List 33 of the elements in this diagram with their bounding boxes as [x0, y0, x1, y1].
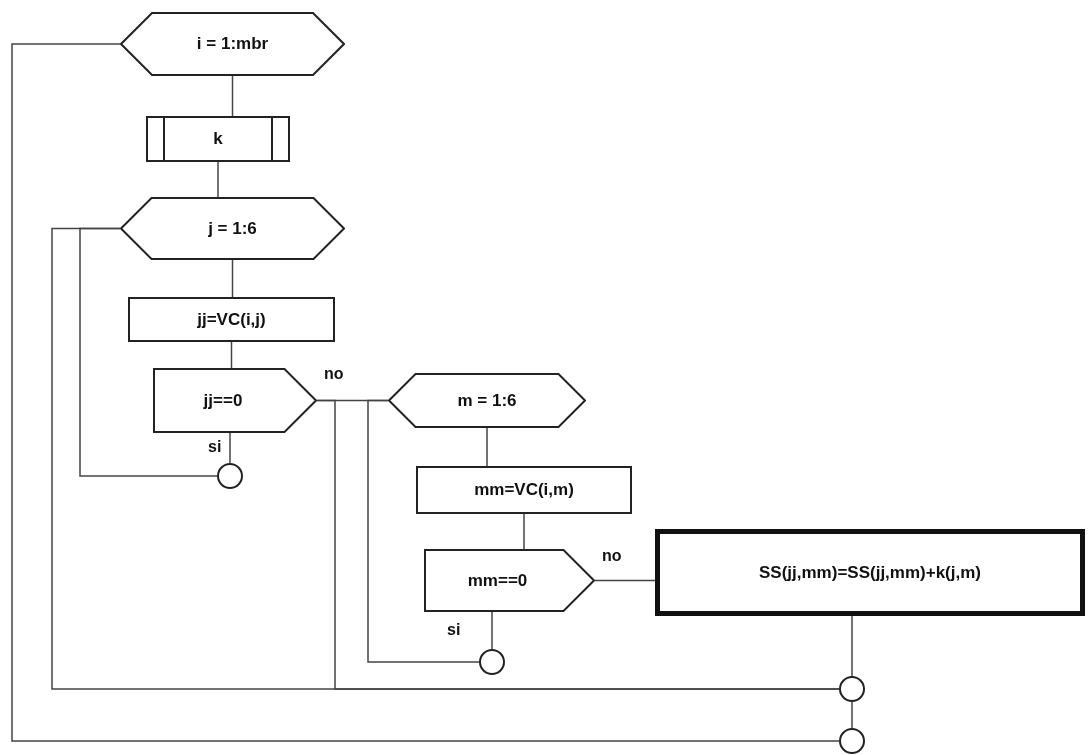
connector-line [231, 259, 234, 298]
node-text: mm==0 [467, 569, 529, 592]
connector-line [851, 615, 853, 677]
connector-line [229, 432, 231, 464]
connector-line [486, 427, 488, 467]
decision-pentagon [153, 368, 317, 433]
connector-line [217, 161, 219, 198]
loop-hexagon [120, 12, 345, 76]
connector-line [230, 341, 233, 369]
connector-line [231, 75, 234, 117]
connector-line [367, 399, 480, 663]
connector-line [491, 611, 493, 650]
process-box [128, 297, 335, 342]
connector-line [594, 579, 656, 582]
process-box [416, 466, 632, 514]
node-text: i = 1:mbr [196, 33, 269, 56]
connector-line [11, 43, 840, 742]
connector-line [79, 227, 218, 477]
connector-line [523, 513, 525, 550]
connector-line [51, 227, 840, 690]
subroutine-box [146, 116, 290, 162]
loop-hexagon [388, 373, 586, 428]
node-text: jj==0 [203, 389, 244, 412]
node-text: k [213, 128, 223, 151]
node-text: SS(jj,mm)=SS(jj,mm)+k(j,m) [759, 561, 981, 584]
node-text: jj=VC(i,j) [197, 308, 266, 331]
node-text: m = 1:6 [457, 389, 517, 412]
connector-line [851, 701, 853, 729]
process-box [655, 529, 1085, 616]
node-text: mm=VC(i,m) [474, 479, 574, 502]
node-text: j = 1:6 [208, 217, 257, 240]
loop-hexagon [120, 197, 345, 260]
decision-pentagon [424, 549, 595, 612]
